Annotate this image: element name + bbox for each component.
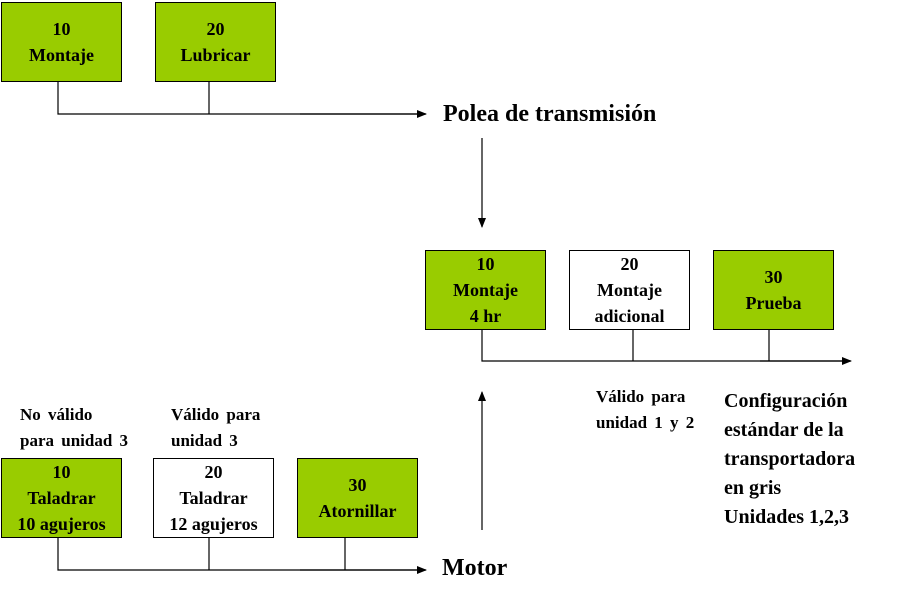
- op-number: 10: [476, 254, 495, 274]
- config-line: estándar de la: [724, 419, 844, 441]
- motor-op-30-box: 30 Atornillar: [297, 458, 418, 538]
- polea-title: Polea de transmisión: [443, 101, 657, 127]
- op-number: 20: [206, 19, 225, 39]
- op-number: 10: [52, 462, 71, 482]
- note-line: No válido: [20, 405, 93, 424]
- op-name-cont: adicional: [594, 306, 665, 326]
- motor-title: Motor: [442, 555, 508, 581]
- op-detail: 10 agujeros: [17, 514, 106, 534]
- note-line: para unidad 3: [20, 431, 129, 450]
- transportadora-connector: [481, 330, 850, 362]
- note-line: unidad 3: [171, 431, 238, 450]
- note-line: Válido para: [596, 387, 686, 406]
- motor-invalid-note: No válido para unidad 3: [20, 402, 128, 454]
- config-line: Unidades 1,2,3: [724, 506, 850, 528]
- transportadora-op-20-box: 20 Montaje adicional: [569, 250, 690, 330]
- op-name: Atornillar: [318, 501, 397, 521]
- op-number: 20: [620, 254, 639, 274]
- motor-connector: [57, 538, 425, 571]
- op-name: Montaje: [29, 45, 94, 65]
- config-note: Configuración estándar de la transportad…: [724, 387, 855, 532]
- transportadora-op-30-box: 30 Prueba: [713, 250, 834, 330]
- motor-op-10-box: 10 Taladrar 10 agujeros: [1, 458, 122, 538]
- op-detail: 12 agujeros: [169, 514, 258, 534]
- op-name: Lubricar: [180, 45, 251, 65]
- op-name: Taladrar: [27, 488, 96, 508]
- transportadora-valid-note: Válido para unidad 1 y 2: [596, 384, 694, 436]
- op-name: Montaje: [597, 280, 662, 300]
- op-number: 30: [348, 475, 367, 495]
- config-line: en gris: [724, 477, 782, 499]
- config-line: transportadora: [724, 448, 856, 470]
- op-name: Montaje: [453, 280, 518, 300]
- note-line: unidad 1 y 2: [596, 413, 695, 432]
- op-number: 30: [764, 267, 783, 287]
- op-duration: 4 hr: [469, 306, 502, 326]
- op-number: 10: [52, 19, 71, 39]
- op-name: Prueba: [745, 293, 802, 313]
- motor-valid-note: Válido para unidad 3: [171, 402, 260, 454]
- polea-op-10-box: 10 Montaje: [1, 2, 122, 82]
- transportadora-op-10-box: 10 Montaje 4 hr: [425, 250, 546, 330]
- op-number: 20: [204, 462, 223, 482]
- config-line: Configuración: [724, 390, 848, 412]
- op-name: Taladrar: [179, 488, 248, 508]
- polea-connector: [57, 82, 425, 115]
- note-line: Válido para: [171, 405, 261, 424]
- motor-op-20-box: 20 Taladrar 12 agujeros: [153, 458, 274, 538]
- polea-op-20-box: 20 Lubricar: [155, 2, 276, 82]
